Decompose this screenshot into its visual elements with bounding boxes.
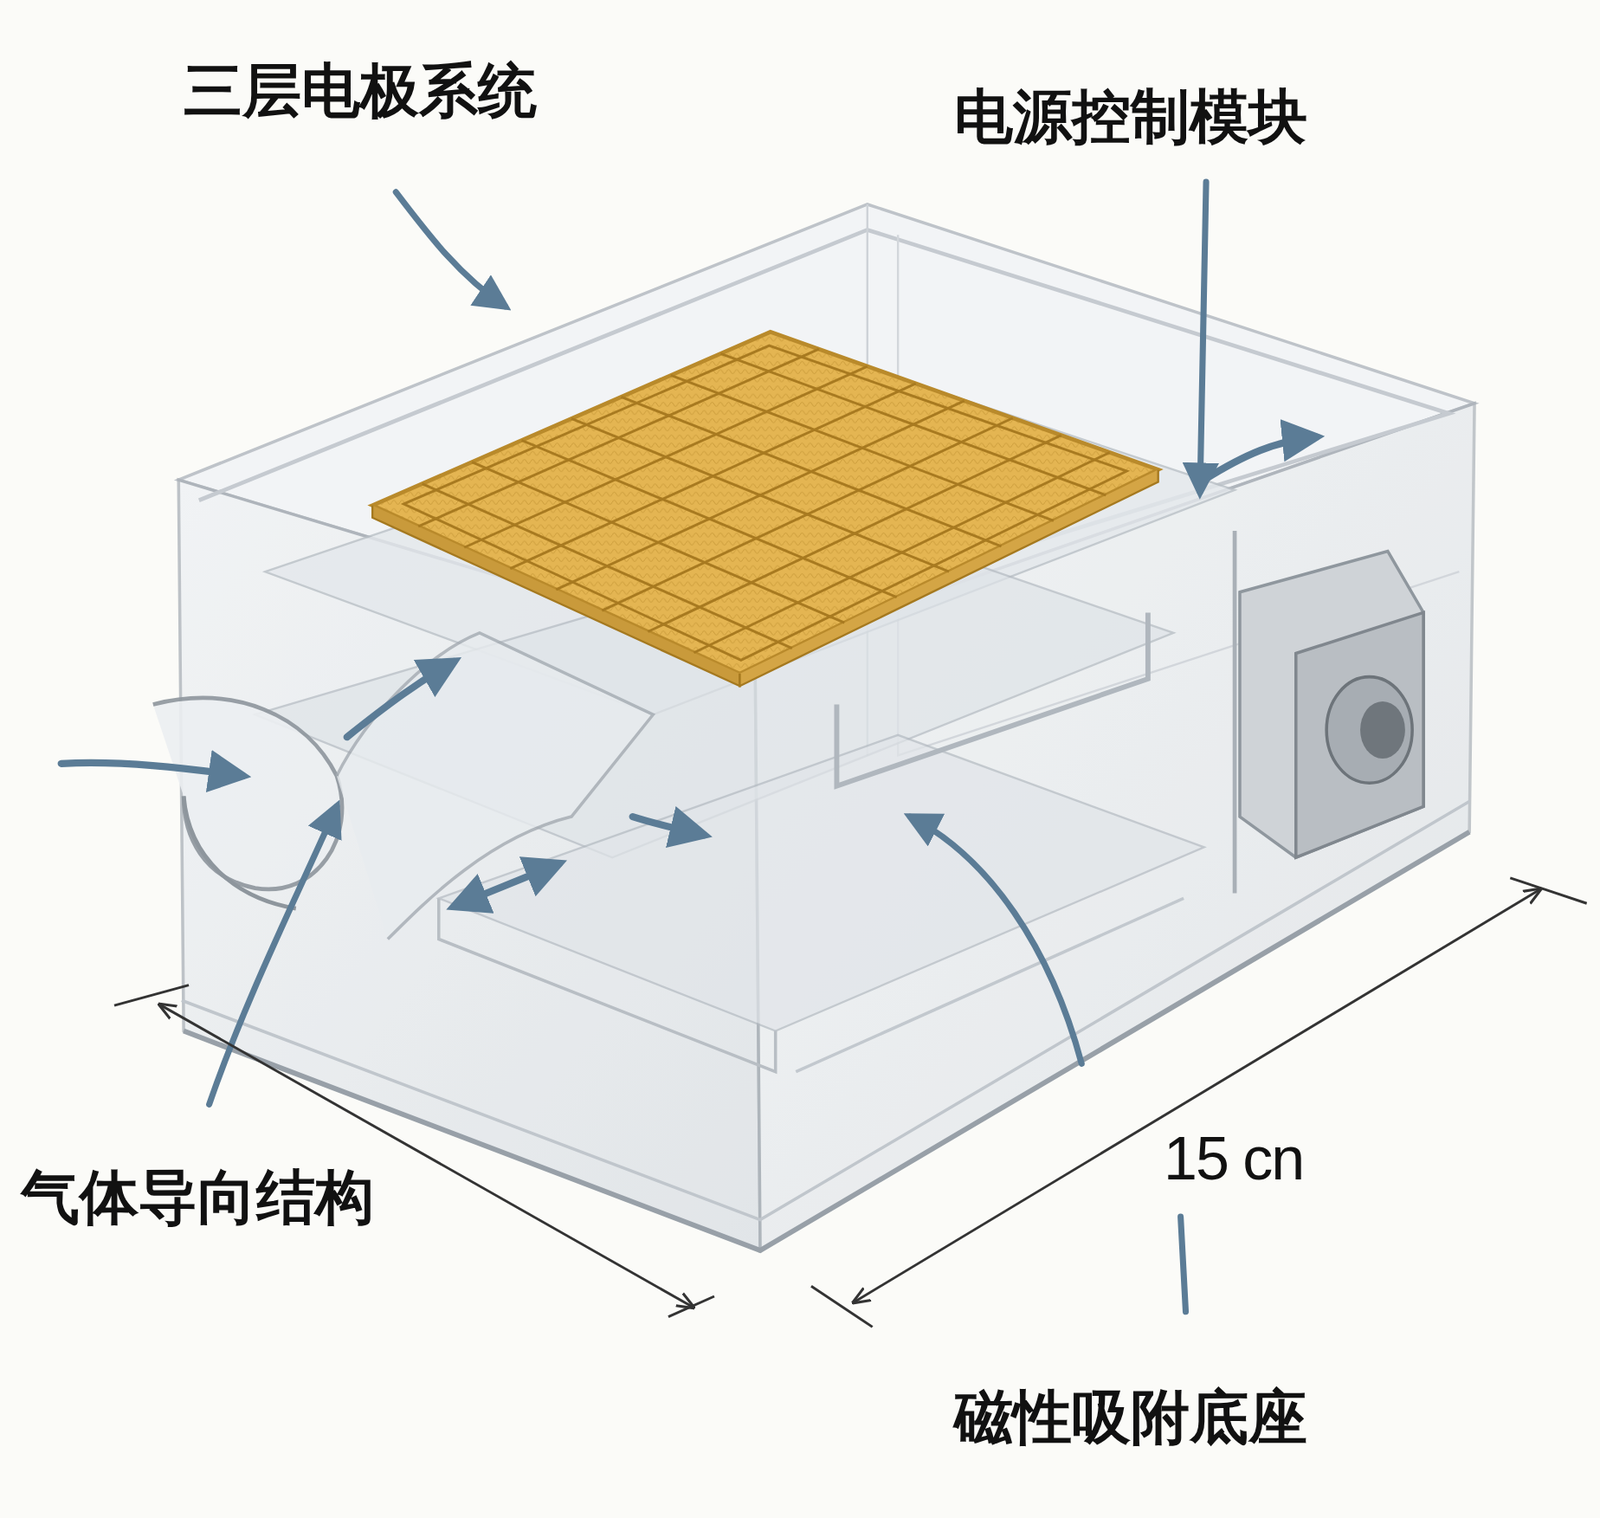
dimension-label: 15 cn: [1163, 1125, 1304, 1193]
part-label: 电源控制模块: [954, 84, 1308, 150]
grid-border: [403, 345, 1127, 660]
housing: [178, 204, 1475, 1251]
flow-arrows: [61, 437, 1317, 907]
gas-guide: [153, 632, 654, 940]
leader-arrows: [209, 181, 1207, 1312]
part-label: 气体导向结构: [20, 1165, 375, 1231]
dimension-lines: [114, 877, 1588, 1328]
grid-line: [620, 396, 1001, 546]
grid-line: [601, 418, 1013, 611]
grid-line: [670, 374, 1054, 521]
grid-line: [555, 400, 964, 590]
part-label: 磁性吸附底座: [954, 1385, 1308, 1451]
electrode-grid: [372, 331, 1159, 686]
power-module: [1234, 530, 1424, 893]
part-label: 三层电极系统: [183, 58, 537, 124]
grid-line: [693, 451, 1110, 652]
grid-line: [720, 353, 1106, 496]
